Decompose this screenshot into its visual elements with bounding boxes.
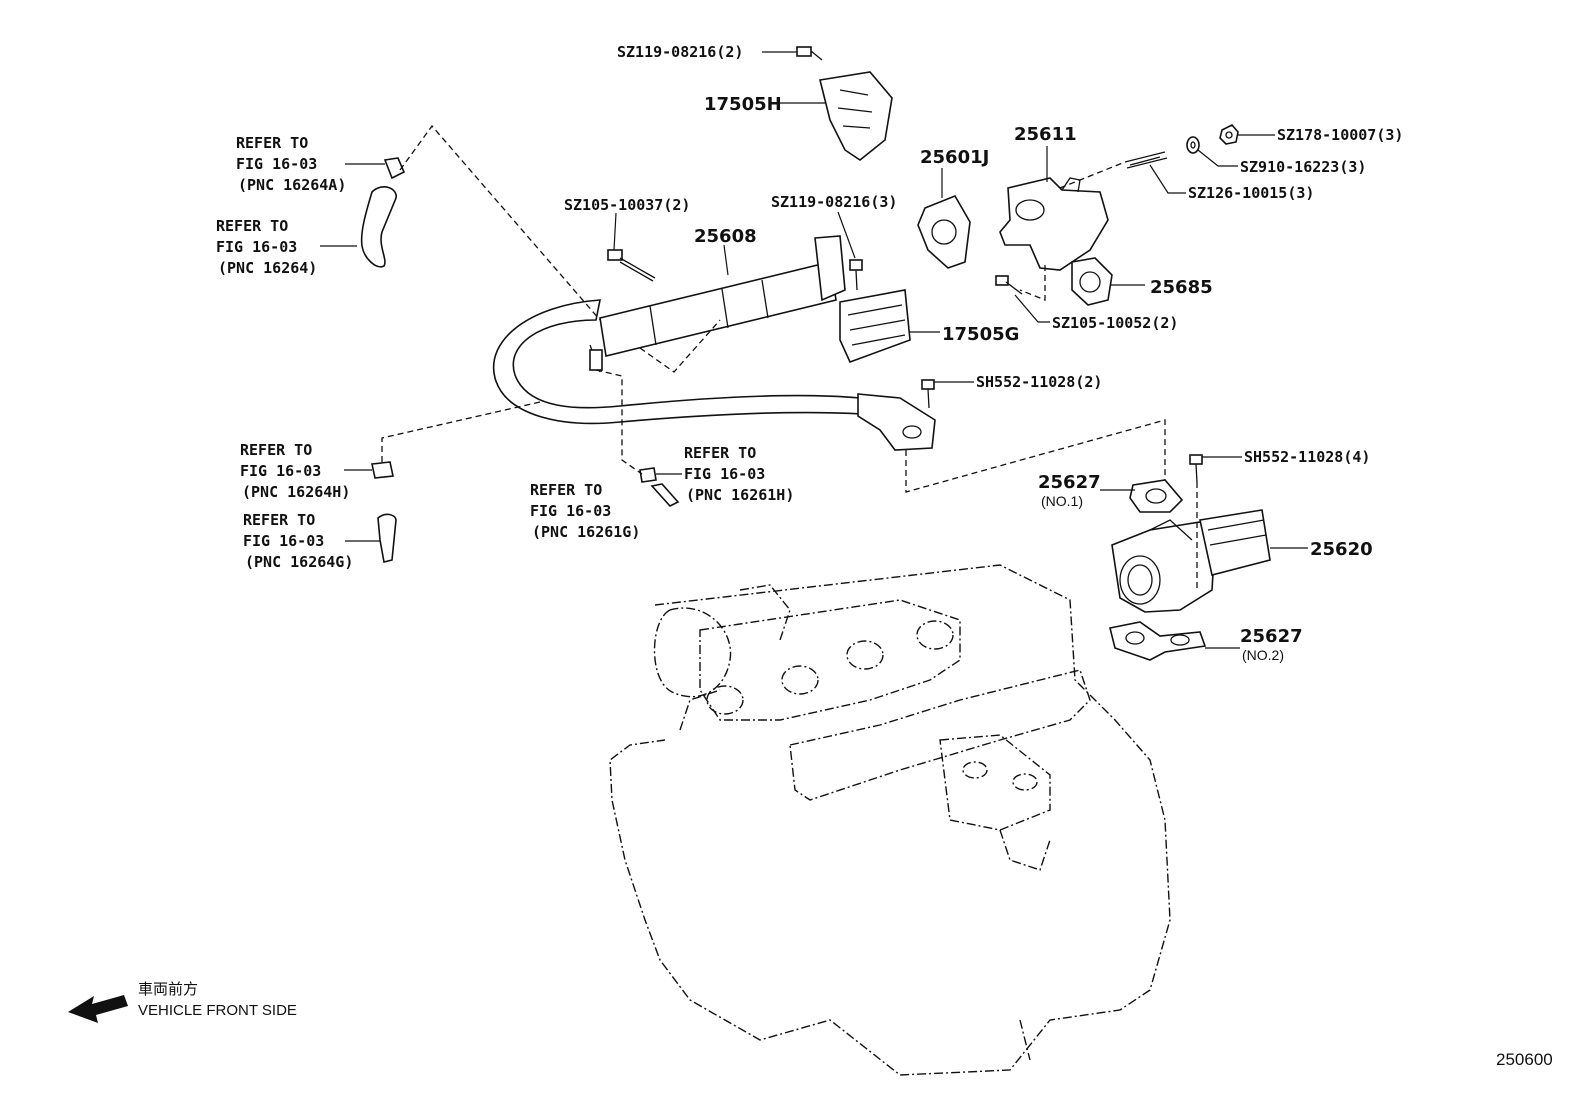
callout-sh552-11028-4: SH552-11028(4) [1244,448,1370,466]
clamp-icon [639,467,657,483]
callout-sz119-08216-3: SZ119-08216(3) [771,193,897,211]
egr-pipe-25611 [999,177,1109,271]
arrow-left-icon [68,995,128,1023]
phantom-line [905,419,1166,493]
bolt-icon [1189,454,1203,483]
callout-25627-no2: 25627 [1240,626,1303,647]
callout-17505H: 17505H [704,94,782,115]
refer-line: (PNC 16264G) [245,553,353,571]
bolt-icon [607,249,656,282]
refer-block-16264: REFER TO FIG 16-03 (PNC 16264) [216,217,317,277]
callout-25685: 25685 [1150,277,1213,298]
callout-sz119-08216-2: SZ119-08216(2) [617,43,743,61]
callout-25608: 25608 [694,226,757,247]
hose-icon [650,483,680,507]
refer-block-16261H: REFER TO FIG 16-03 (PNC 16261H) [684,444,794,504]
callout-25620: 25620 [1310,539,1373,560]
gasket-25627-no1 [1129,479,1184,513]
engine-block-outline [609,564,1171,1076]
stud-icon [1124,151,1168,169]
callout-sz178-10007-3: SZ178-10007(3) [1277,126,1403,144]
refer-line: REFER TO [216,217,288,235]
egr-cooler-pipe-25608 [492,235,936,451]
refer-line: FIG 16-03 [240,462,321,480]
callout-17505G: 17505G [942,324,1019,345]
refer-line: (PNC 16264A) [238,176,346,194]
refer-line: FIG 16-03 [530,502,611,520]
callout-sz910-16223-3: SZ910-16223(3) [1240,158,1366,176]
bolt-icon [995,275,1023,295]
hose-icon [360,186,397,268]
callout-no1: (NO.1) [1041,493,1083,509]
callout-sz105-10037-2: SZ105-10037(2) [564,196,690,214]
refer-line: (PNC 16261H) [686,486,794,504]
refer-line: REFER TO [236,134,308,152]
egr-valve-25620 [1111,509,1271,613]
refer-line: FIG 16-03 [236,155,317,173]
refer-block-16264A: REFER TO FIG 16-03 (PNC 16264A) [236,134,346,194]
phantom-line [381,401,541,462]
phantom-line [639,319,721,373]
refer-line: FIG 16-03 [216,238,297,256]
callout-no2: (NO.2) [1242,647,1284,663]
vehicle-front-jp: 車両前方 [138,981,198,998]
refer-line: REFER TO [684,444,756,462]
phantom-line [595,369,643,475]
callout-sz105-10052-2: SZ105-10052(2) [1052,314,1178,332]
phantom-line [1019,265,1046,301]
callout-25611: 25611 [1014,124,1077,145]
hose-icon [377,513,397,563]
nut-icon [1219,124,1239,145]
refer-block-16264H: REFER TO FIG 16-03 (PNC 16264H) [240,441,350,501]
callout-sh552-11028-2: SH552-11028(2) [976,373,1102,391]
gasket-25627-no2 [1109,621,1207,661]
heat-insulator-17505G [839,289,911,364]
clamp-icon [371,461,394,479]
phantom-line [399,124,601,321]
refer-line: FIG 16-03 [243,532,324,550]
gasket-25685 [1071,257,1113,306]
callout-25627-no1: 25627 [1038,472,1101,493]
refer-block-16261G: REFER TO FIG 16-03 (PNC 16261G) [530,481,640,541]
clamp-icon [383,157,406,180]
refer-line: FIG 16-03 [684,465,765,483]
phantom-line [1059,161,1126,189]
callout-sz126-10015-3: SZ126-10015(3) [1188,184,1314,202]
leader-lines [320,51,1308,649]
refer-line: (PNC 16264) [218,259,317,277]
refer-line: (PNC 16264H) [242,483,350,501]
bolt-icon [921,379,935,409]
heat-insulator-17505H [819,71,893,161]
refer-line: REFER TO [240,441,312,459]
callout-25601J: 25601J [920,147,989,168]
vehicle-front-en: VEHICLE FRONT SIDE [138,1002,297,1019]
bolt-icon [849,259,863,291]
refer-line: REFER TO [243,511,315,529]
refer-line: REFER TO [530,481,602,499]
bolt-icon [796,46,823,61]
refer-line: (PNC 16261G) [532,523,640,541]
gasket-25601J [917,194,971,269]
refer-block-16264G: REFER TO FIG 16-03 (PNC 16264G) [243,511,353,571]
washer-icon [1186,136,1200,154]
figure-number: 250600 [1496,1050,1553,1069]
